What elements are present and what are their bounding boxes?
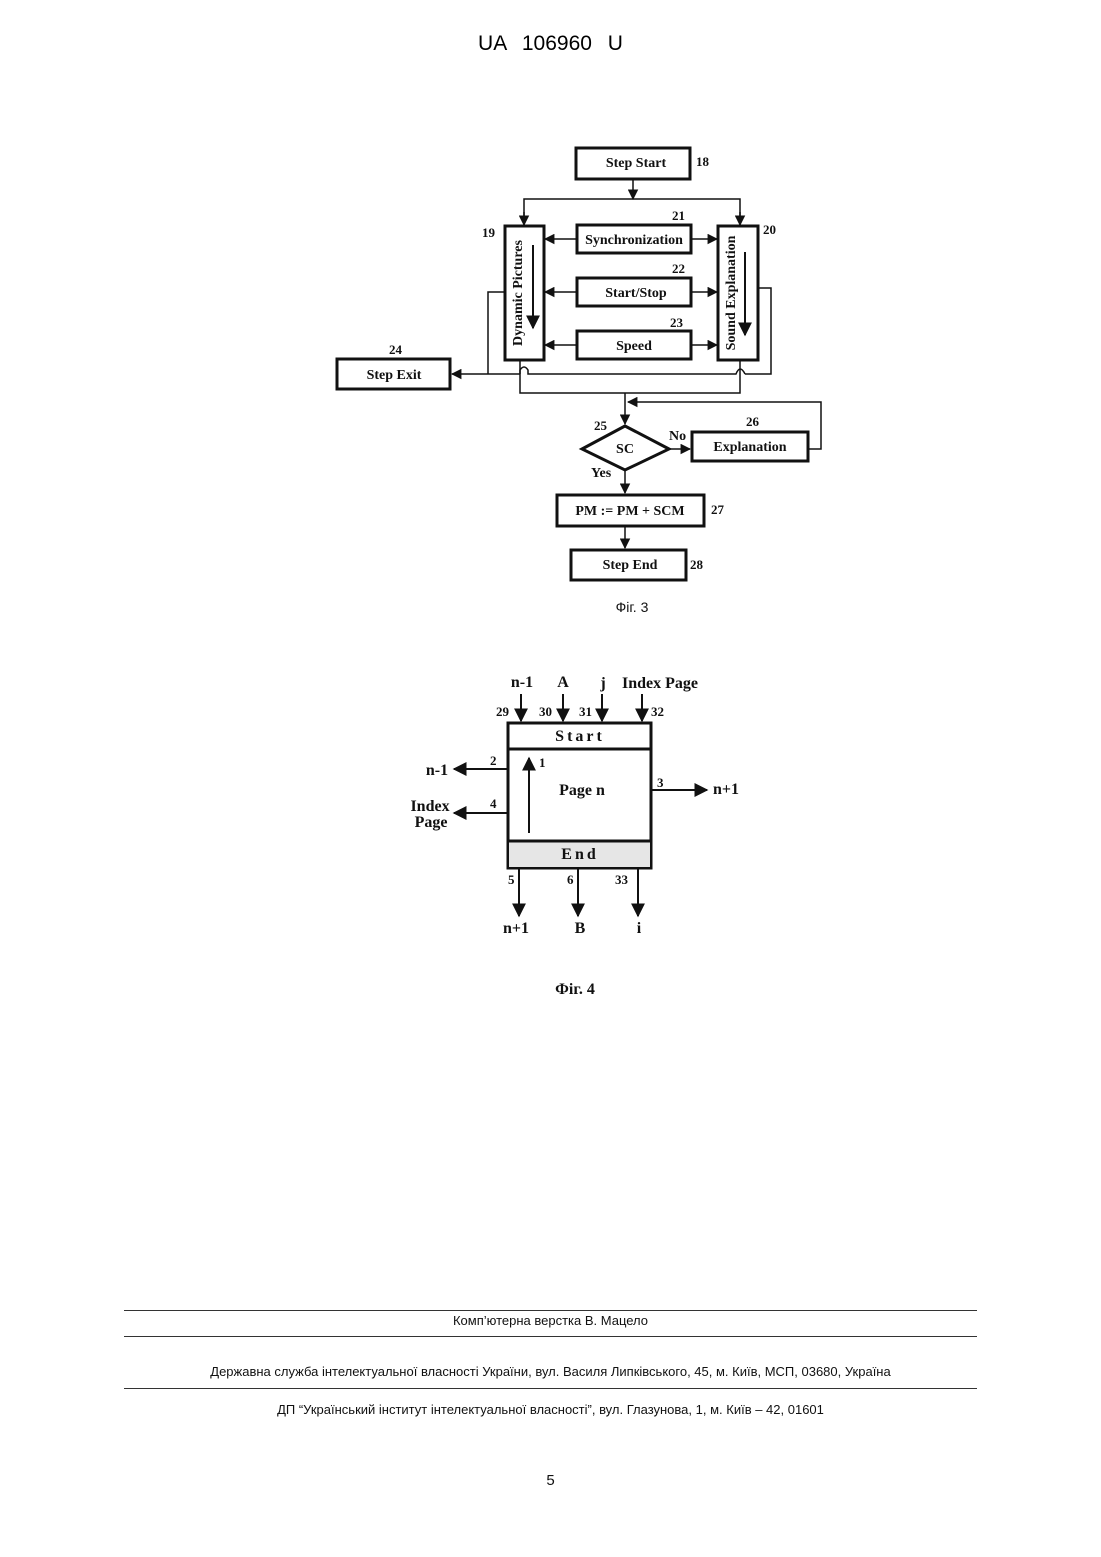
fig4-caption: Фіг. 4 bbox=[555, 981, 595, 998]
ref-22: 22 bbox=[672, 261, 685, 276]
explanation-label: Explanation bbox=[713, 440, 786, 455]
output-i: i bbox=[637, 920, 642, 937]
page-label: Page n bbox=[559, 782, 605, 799]
ref-4: 4 bbox=[490, 796, 497, 811]
ref-25: 25 bbox=[594, 418, 608, 433]
output-b: B bbox=[575, 920, 586, 937]
fig3-caption: Фіг. 3 bbox=[616, 599, 649, 615]
dynamic-pictures-label: Dynamic Pictures bbox=[511, 240, 526, 346]
input-a: A bbox=[557, 674, 569, 691]
ref-31: 31 bbox=[579, 704, 592, 719]
ref-5: 5 bbox=[508, 872, 515, 887]
footer-rule-middle bbox=[124, 1336, 977, 1337]
output-n-plus-1: n+1 bbox=[503, 920, 529, 937]
flow-line bbox=[488, 292, 505, 374]
ref-27: 27 bbox=[711, 502, 725, 517]
flow-line bbox=[520, 360, 740, 393]
left-n-minus-1: n-1 bbox=[426, 762, 448, 779]
start-label: Start bbox=[555, 728, 605, 745]
ref-1: 1 bbox=[539, 755, 546, 770]
footer-rule-top bbox=[124, 1310, 977, 1311]
flow-line bbox=[524, 199, 740, 225]
ref-24: 24 bbox=[389, 342, 403, 357]
step-end-label: Step End bbox=[603, 558, 658, 573]
ref-23: 23 bbox=[670, 315, 684, 330]
ref-18: 18 bbox=[696, 154, 710, 169]
ref-33: 33 bbox=[615, 872, 629, 887]
footer-rule-bottom bbox=[124, 1388, 977, 1389]
composer-credit: Комп’ютерна верстка В. Мацело bbox=[124, 1313, 977, 1328]
input-n-minus-1: n-1 bbox=[511, 674, 533, 691]
synchronization-label: Synchronization bbox=[585, 233, 683, 248]
ref-2: 2 bbox=[490, 753, 497, 768]
page-number: 5 bbox=[0, 1472, 1101, 1489]
input-index-page: Index Page bbox=[622, 675, 698, 692]
pm-label: PM := PM + SCM bbox=[575, 504, 684, 519]
no-label: No bbox=[669, 429, 686, 444]
ref-29: 29 bbox=[496, 704, 510, 719]
startstop-label: Start/Stop bbox=[605, 286, 667, 301]
ref-28: 28 bbox=[690, 557, 704, 572]
speed-label: Speed bbox=[616, 339, 652, 354]
ref-32: 32 bbox=[651, 704, 664, 719]
flow-line bbox=[520, 367, 745, 374]
ref-19: 19 bbox=[482, 225, 496, 240]
ref-21: 21 bbox=[672, 208, 685, 223]
step-exit-label: Step Exit bbox=[367, 368, 422, 383]
ref-30: 30 bbox=[539, 704, 552, 719]
step-start-label: Step Start bbox=[606, 156, 667, 171]
office-address: Державна служба інтелектуальної власност… bbox=[124, 1364, 977, 1379]
sound-explanation-label: Sound Explanation bbox=[724, 235, 739, 350]
ref-20: 20 bbox=[763, 222, 776, 237]
left-page: Page bbox=[415, 814, 448, 831]
input-j: j bbox=[599, 675, 605, 692]
ref-6: 6 bbox=[567, 872, 574, 887]
left-index: Index bbox=[410, 798, 449, 815]
ref-3: 3 bbox=[657, 775, 664, 790]
yes-label: Yes bbox=[591, 466, 612, 481]
ref-26: 26 bbox=[746, 414, 760, 429]
right-n-plus-1: n+1 bbox=[713, 781, 739, 798]
end-label: End bbox=[561, 846, 598, 863]
institute-address: ДП “Український інститут інтелектуальної… bbox=[124, 1402, 977, 1417]
sc-label: SC bbox=[616, 442, 634, 457]
